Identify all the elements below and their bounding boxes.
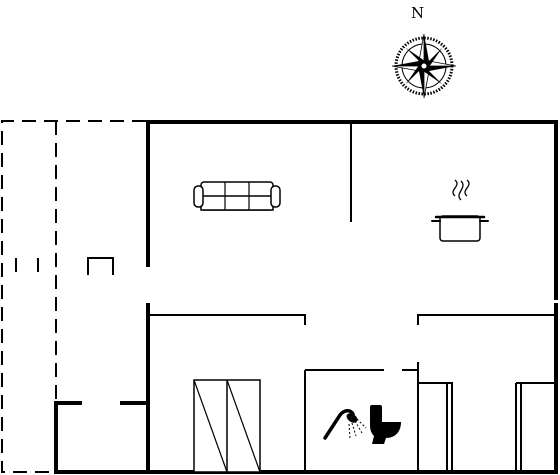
exterior-walls <box>54 120 558 474</box>
wardrobe <box>193 379 261 473</box>
cooking-pot-icon <box>431 179 489 242</box>
north-label: N <box>411 4 424 22</box>
chimney-box <box>87 257 114 275</box>
interior-walls <box>148 124 556 472</box>
toilet-icon <box>370 405 401 444</box>
compass-rose-icon <box>391 33 457 99</box>
shower-icon <box>323 409 367 440</box>
sofa-icon <box>193 181 281 211</box>
terrace-outline <box>1 120 146 473</box>
